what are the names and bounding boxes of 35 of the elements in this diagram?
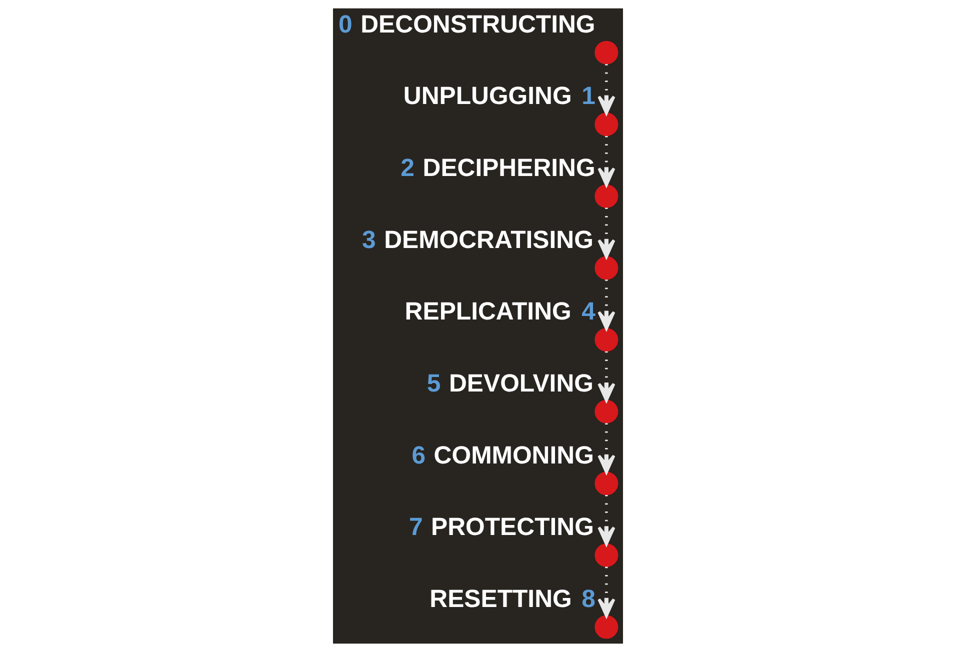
- arrow: [598, 208, 616, 258]
- node-circle: [594, 544, 618, 567]
- node-label: REPLICATING: [404, 298, 572, 326]
- arrow: [598, 495, 616, 546]
- arrow: [598, 280, 616, 330]
- arrow: [598, 64, 616, 115]
- node-label: DEMOCRATISING: [384, 226, 594, 254]
- node-label: 7: [408, 514, 423, 542]
- arrow: [598, 136, 616, 186]
- node-label: 2: [400, 155, 414, 182]
- node-circle: [594, 328, 618, 352]
- node-circle: [594, 112, 618, 136]
- node-label: 5: [426, 370, 441, 398]
- node-label: DECIPHERING: [422, 155, 596, 182]
- node-circle: [594, 40, 618, 64]
- node-label: UNPLUGGING: [403, 83, 572, 110]
- node-label: DECONSTRUCTING: [360, 11, 596, 38]
- node-label: 6: [412, 442, 426, 470]
- node-label: 3: [362, 226, 376, 254]
- arrow: [598, 351, 616, 402]
- node-label: 4: [582, 298, 596, 326]
- node-circle: [594, 472, 618, 496]
- node-label: PROTECTING: [431, 514, 594, 542]
- node-circle: [594, 256, 618, 280]
- arrow: [598, 566, 616, 618]
- node-label: 1: [582, 83, 596, 110]
- node-label: RESETTING: [430, 586, 572, 613]
- arrow: [598, 423, 616, 474]
- node-label: 8: [582, 586, 596, 613]
- node-label: 0: [338, 11, 352, 38]
- node-circle: [594, 400, 618, 424]
- node-circle: [594, 615, 618, 639]
- node-label: DEVOLVING: [449, 370, 594, 398]
- node-label: COMMONING: [434, 442, 594, 470]
- node-circle: [594, 184, 618, 208]
